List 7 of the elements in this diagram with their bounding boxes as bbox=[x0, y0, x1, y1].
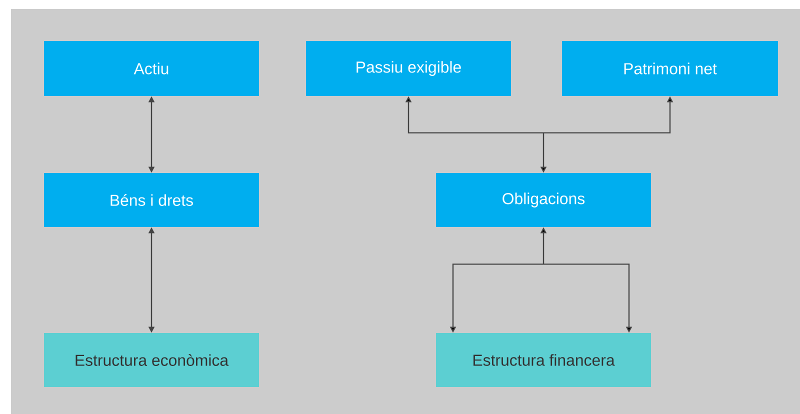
concept-box: Obligacions bbox=[436, 173, 651, 227]
concept-box: Passiu exigible bbox=[306, 41, 511, 96]
concept-box: Patrimoni net bbox=[562, 41, 778, 96]
structure-box: Estructura financera bbox=[436, 333, 651, 387]
concept-box: Actiu bbox=[44, 41, 259, 96]
structure-box: Estructura econòmica bbox=[44, 333, 259, 387]
concept-box: Béns i drets bbox=[44, 173, 259, 227]
